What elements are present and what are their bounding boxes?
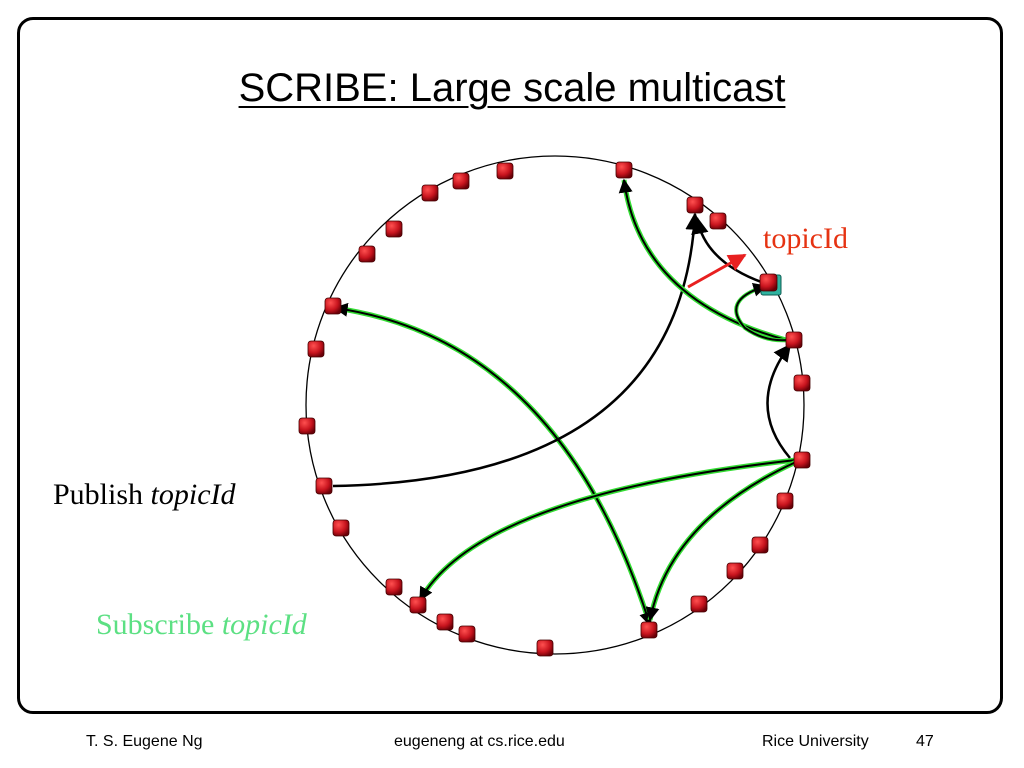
ring-node <box>496 162 514 180</box>
ring-node <box>358 245 376 263</box>
ring-node <box>785 331 803 349</box>
path-publish <box>332 212 703 488</box>
ring-node <box>640 621 658 639</box>
ring-node <box>324 297 342 315</box>
ring-node <box>709 212 727 230</box>
path-to-root <box>691 216 765 285</box>
footer-email: eugeneng at cs.rice.edu <box>394 733 565 750</box>
ring-node <box>298 417 316 435</box>
publisher-node <box>315 477 333 495</box>
topic-pointer-arrow <box>687 253 747 289</box>
slide-title: SCRIBE: Large scale multicast <box>238 66 786 110</box>
publish-word: Publish <box>53 478 144 511</box>
ring-node <box>793 451 811 469</box>
ring-node <box>751 536 769 554</box>
topic-id-label: topicId <box>763 222 848 255</box>
ring-node <box>690 595 708 613</box>
ring-node <box>726 562 744 580</box>
path-left-to-bottom <box>334 305 653 626</box>
path-top-to-right <box>621 179 787 343</box>
ring-node <box>421 184 439 202</box>
ring-nodes <box>298 161 811 657</box>
footer-institution: Rice University <box>762 733 869 750</box>
ring-node <box>307 340 325 358</box>
path-right-to-bottom <box>647 459 798 621</box>
subscriber-node <box>409 596 427 614</box>
overlay-ring <box>305 155 805 655</box>
ring-node <box>452 172 470 190</box>
ring-node <box>615 161 633 179</box>
ring-node <box>686 196 704 214</box>
multicast-tree-paths <box>332 178 798 627</box>
footer-author: T. S. Eugene Ng <box>86 733 203 750</box>
subscribe-word: Subscribe <box>96 608 215 641</box>
ring-node <box>793 374 811 392</box>
publish-topic: topicId <box>150 478 236 511</box>
footer-page-number: 47 <box>916 733 934 750</box>
publish-label: Publish topicId <box>53 478 236 512</box>
root-node <box>759 273 778 292</box>
ring-node <box>458 625 476 643</box>
ring-node <box>776 492 794 510</box>
ring-node <box>385 220 403 238</box>
subscribe-label: Subscribe topicId <box>96 608 307 642</box>
subscribe-topic: topicId <box>221 608 307 641</box>
ring-node <box>436 613 454 631</box>
ring-node <box>332 519 350 537</box>
ring-node <box>536 639 554 657</box>
path-right-vertical <box>766 343 792 459</box>
ring-node <box>385 578 403 596</box>
